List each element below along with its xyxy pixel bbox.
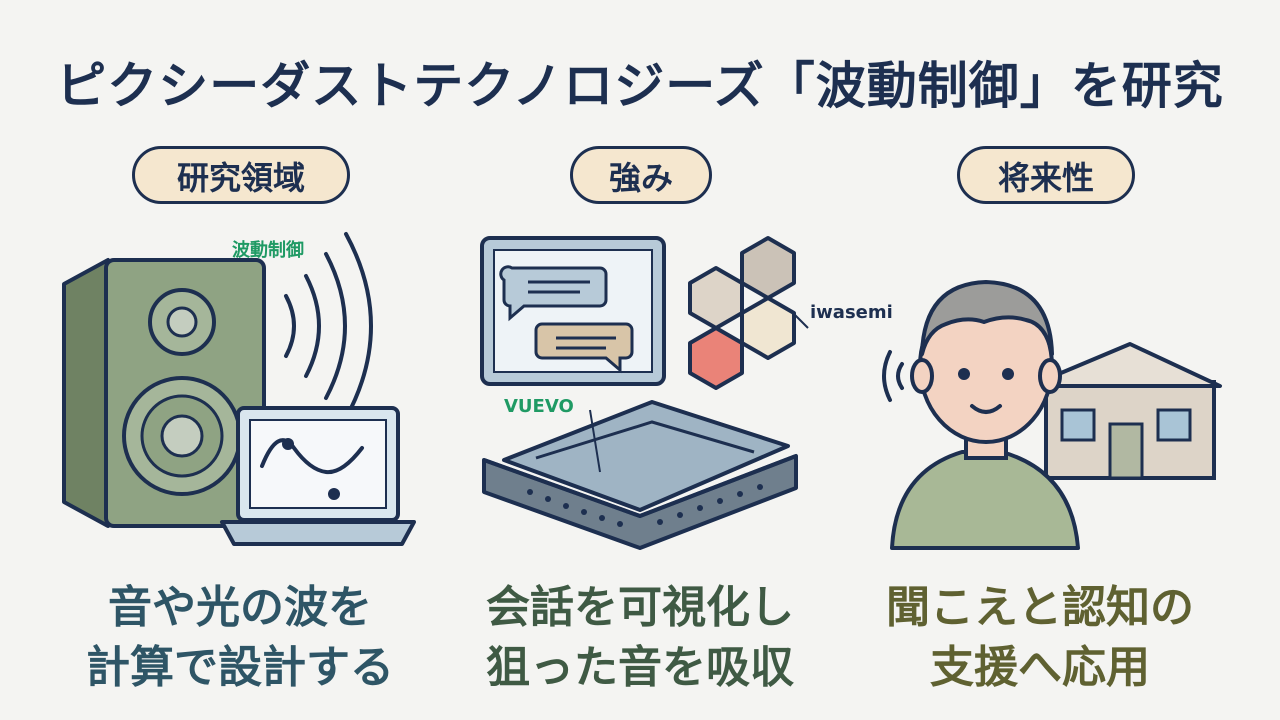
acoustic-panel-icon (688, 236, 796, 390)
heading-future: 将来性 (957, 146, 1135, 204)
page-title: ピクシーダストテクノロジーズ「波動制御」を研究 (56, 57, 1224, 115)
caption-line: 音や光の波を (108, 582, 372, 633)
hair (920, 280, 1054, 356)
heading-strengths: 強み (570, 146, 712, 204)
callout-iwasemi: iwasemi (810, 302, 893, 323)
ear-icon (910, 358, 934, 394)
caption-line: 支援へ応用 (930, 642, 1150, 693)
callout-vuevo: VUEVO (504, 396, 574, 417)
tablet-panel-device-illustration (480, 236, 809, 550)
caption-line: 会話を可視化し (486, 582, 794, 633)
hearing-wave-icon (882, 350, 904, 402)
caption-research-area: 音や光の波を 計算で設計する (40, 578, 440, 698)
speaker-laptop-illustration (62, 232, 416, 546)
house-icon (1028, 342, 1222, 480)
caption-strengths: 会話を可視化し 狙った音を吸収 (440, 578, 840, 698)
caption-line: 狙った音を吸収 (486, 642, 794, 693)
callout-wave-control: 波動制御 (232, 240, 304, 261)
sound-wave-icon (284, 232, 373, 420)
speaker-side (62, 258, 110, 528)
vuevo-device-icon (482, 400, 798, 550)
chat-bubble-icon (534, 322, 634, 374)
person-house-illustration (882, 280, 1222, 550)
caption-line: 計算で設計する (86, 642, 394, 693)
waveform-icon (260, 438, 364, 475)
laptop-base (220, 520, 416, 546)
caption-future: 聞こえと認知の 支援へ応用 (840, 578, 1240, 698)
caption-line: 聞こえと認知の (886, 582, 1194, 633)
chat-bubble-icon (499, 265, 608, 322)
heading-research-area: 研究領域 (132, 146, 350, 204)
